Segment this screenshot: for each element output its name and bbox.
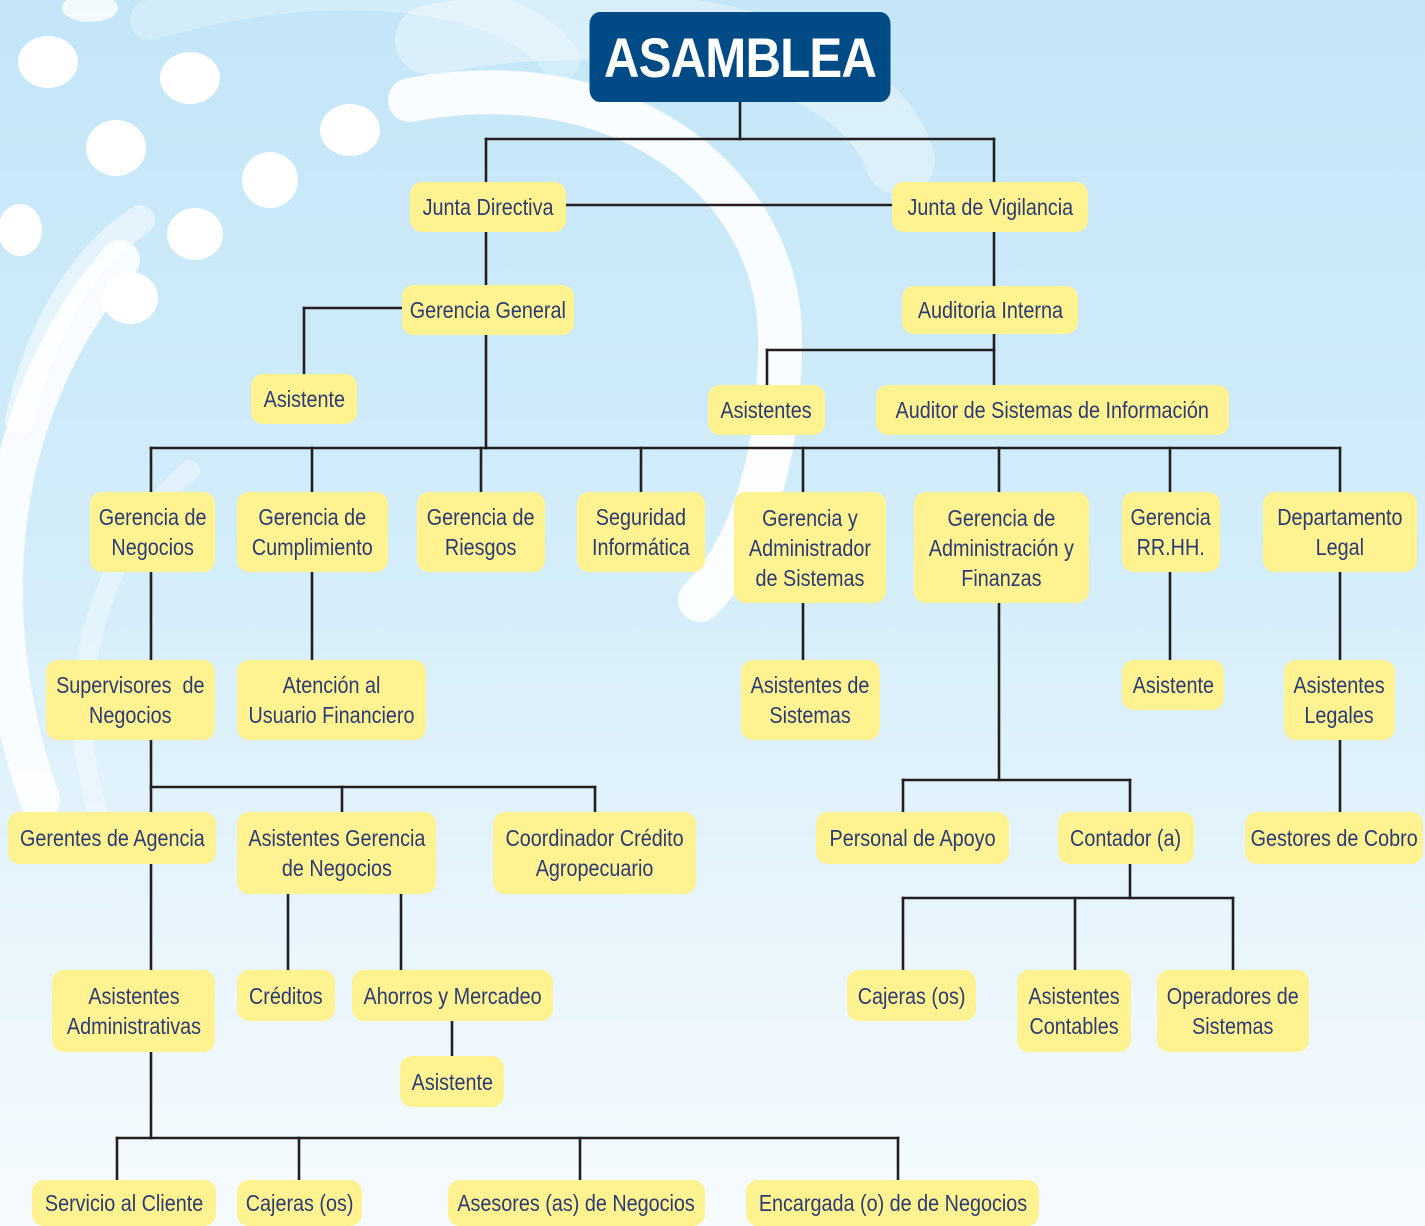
node-auditoria-interna: Auditoria Interna [902,286,1078,334]
node-asistentes-legales: Asistentes Legales [1284,660,1395,740]
node-ahorros-mercadeo: Ahorros y Mercadeo [352,970,553,1021]
node-gerencia-general: Gerencia General [402,285,574,335]
node-cajeras-finanzas: Cajeras (os) [847,970,976,1021]
node-gestores-cobro: Gestores de Cobro [1245,812,1423,864]
node-asistentes-auditoria: Asistentes [708,385,825,435]
node-gerencia-riesgos: Gerencia de Riesgos [417,492,545,572]
node-operadores-sistemas: Operadores de Sistemas [1157,970,1309,1052]
node-seguridad-informatica: Seguridad Informática [577,492,705,572]
node-asistentes-administrativas: Asistentes Administrativas [52,970,215,1052]
node-gerencia-admin-finanzas: Gerencia de Administración y Finanzas [914,492,1089,603]
node-junta-directiva: Junta Directiva [410,182,566,232]
node-asistente-ahorros: Asistente [400,1056,504,1107]
node-creditos: Créditos [237,970,335,1021]
node-departamento-legal: Departamento Legal [1263,492,1417,572]
node-gerencia-cumplimiento: Gerencia de Cumplimiento [237,492,388,572]
node-asistente-rrhh: Asistente [1122,660,1224,710]
node-cajeras-agencia: Cajeras (os) [237,1180,362,1226]
node-asistentes-sistemas: Asistentes de Sistemas [741,660,880,740]
node-gerencia-rrhh: Gerencia RR.HH. [1122,492,1220,572]
node-asistente-gerencia-general: Asistente [251,374,357,424]
node-coordinador-credito: Coordinador Crédito Agropecuario [493,812,696,894]
node-supervisores-negocios: Supervisores de Negocios [46,660,215,740]
node-encargada-negocios: Encargada (o) de de Negocios [746,1180,1039,1226]
node-servicio-cliente: Servicio al Cliente [32,1180,216,1226]
node-atencion-usuario: Atención al Usuario Financiero [237,660,426,740]
node-auditor-sistemas: Auditor de Sistemas de Información [876,385,1229,435]
node-gerencia-negocios: Gerencia de Negocios [90,492,215,572]
node-asesores-negocios: Asesores (as) de Negocios [448,1180,705,1226]
node-personal-apoyo: Personal de Apoyo [816,812,1009,864]
node-contador: Contador (a) [1058,812,1194,864]
node-gerencia-admin-sistemas: Gerencia y Administrador de Sistemas [734,492,886,603]
node-gerentes-agencia: Gerentes de Agencia [8,812,216,864]
node-asistentes-contables: Asistentes Contables [1017,970,1131,1052]
node-asistentes-gerencia-negocios: Asistentes Gerencia de Negocios [237,812,436,894]
node-junta-vigilancia: Junta de Vigilancia [892,182,1088,232]
asamblea-title: ASAMBLEA [589,12,891,102]
